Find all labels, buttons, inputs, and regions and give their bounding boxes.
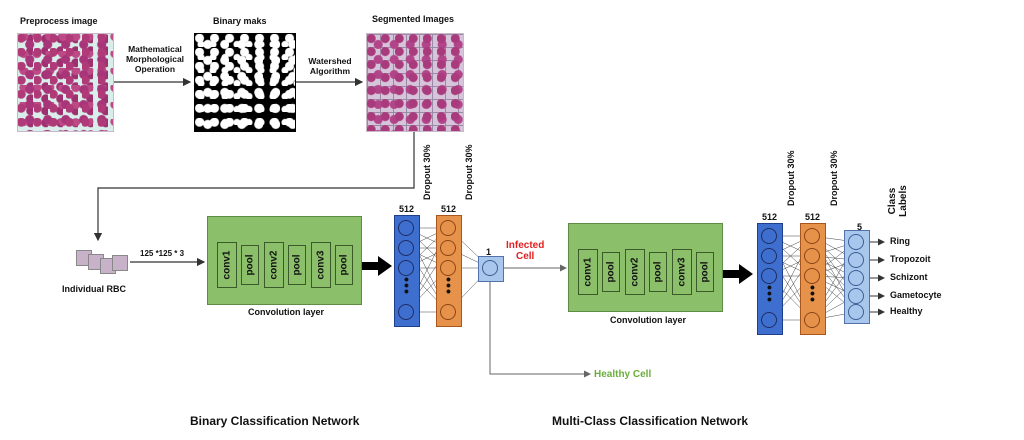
- binary-conv3-box: conv3: [311, 242, 331, 288]
- watershed-label: Watershed Algorithm: [308, 56, 352, 76]
- multi-dense2-node: [804, 268, 820, 284]
- multi-conv-caption: Convolution layer: [610, 315, 687, 325]
- binary-dense2-node: [440, 260, 456, 276]
- multi-dense2-node: [804, 228, 820, 244]
- binary-pool3-box: pool: [335, 245, 353, 285]
- class-label-schizont: Schizont: [890, 272, 928, 282]
- multi-dense1-node: [761, 228, 777, 244]
- multi-pool1-label: pool: [605, 261, 617, 283]
- multi-dense1-node: [761, 268, 777, 284]
- class-output-node: [848, 252, 864, 268]
- input-size-label: 125 *125 * 3: [140, 249, 185, 258]
- multi-dense1-node: [761, 248, 777, 264]
- binary-dense2-node: [440, 240, 456, 256]
- binary-dense2-node: [440, 304, 456, 320]
- binary-mask-image: [194, 33, 296, 132]
- rbc-thumb-4: [112, 255, 128, 271]
- multi-network-title: Multi-Class Classification Network: [552, 414, 749, 428]
- multi-dense1-size: 512: [762, 212, 778, 222]
- multi-pool3-label: pool: [699, 261, 711, 283]
- binary-conv-block: conv1 pool conv2 pool conv3 pool: [207, 216, 362, 305]
- class-output-node: [848, 304, 864, 320]
- multi-conv3-label: conv3: [676, 257, 688, 287]
- multi-dense1-node: [761, 312, 777, 328]
- class-label-gametocyte: Gametocyte: [890, 290, 942, 300]
- binary-network-title: Binary Classification Network: [190, 414, 360, 428]
- multi-dense1-ellipsis: •••: [767, 279, 772, 307]
- binary-pool2-label: pool: [291, 254, 303, 276]
- binary-output-node: [482, 260, 498, 276]
- binary-output-size: 1: [486, 247, 492, 257]
- binary-conv-caption: Convolution layer: [248, 307, 325, 317]
- binary-dense1-node: [398, 260, 414, 276]
- multi-conv1-label: conv1: [582, 257, 594, 287]
- class-output-node: [848, 234, 864, 250]
- binary-dense2-size: 512: [441, 204, 457, 214]
- binary-pool2-box: pool: [288, 245, 306, 285]
- binary-conv3-label: conv3: [315, 250, 327, 280]
- multi-pool2-label: pool: [652, 261, 664, 283]
- segmented-image: [366, 33, 464, 132]
- binary-conv1-label: conv1: [221, 250, 233, 280]
- multi-output-size: 5: [857, 222, 863, 232]
- multi-dropout1-label: Dropout 30%: [786, 150, 796, 206]
- big-arrow-binary: [360, 256, 392, 276]
- multi-pool1-box: pool: [602, 252, 620, 292]
- binary-pool1-box: pool: [241, 245, 259, 285]
- multi-dense2-node: [804, 248, 820, 264]
- healthy-cell-label: Healthy Cell: [594, 369, 652, 380]
- binary-dense1-node: [398, 304, 414, 320]
- multi-conv2-label: conv2: [629, 257, 641, 287]
- class-label-healthy: Healthy: [890, 306, 923, 316]
- binary-dense2-ellipsis: •••: [446, 271, 451, 299]
- binary-dense1-size: 512: [399, 204, 415, 214]
- multi-pool3-box: pool: [696, 252, 714, 292]
- multi-conv1-box: conv1: [578, 249, 598, 295]
- big-arrow-multi: [721, 264, 753, 284]
- binary-mask-label: Binary maks: [213, 16, 267, 26]
- arrow-segmented-to-rbc: [93, 132, 415, 242]
- class-labels-title: Class Labels: [886, 185, 909, 217]
- binary-dropout2-label: Dropout 30%: [464, 144, 474, 200]
- binary-conv2-box: conv2: [264, 242, 284, 288]
- class-label-tropozoit: Tropozoit: [890, 254, 931, 264]
- arrow-healthy-branch: [489, 280, 591, 378]
- multi-dropout2-label: Dropout 30%: [829, 150, 839, 206]
- multi-pool2-box: pool: [649, 252, 667, 292]
- class-label-ring: Ring: [890, 236, 910, 246]
- binary-conv1-box: conv1: [217, 242, 237, 288]
- multi-conv2-box: conv2: [625, 249, 645, 295]
- morph-op-label: Mathematical Morphological Operation: [125, 44, 185, 74]
- multi-dense2-node: [804, 312, 820, 328]
- multi-conv3-box: conv3: [672, 249, 692, 295]
- binary-dropout1-label: Dropout 30%: [422, 144, 432, 200]
- binary-pool3-label: pool: [338, 254, 350, 276]
- class-output-node: [848, 270, 864, 286]
- binary-pool1-label: pool: [244, 254, 256, 276]
- multi-dense2-ellipsis: •••: [810, 279, 815, 307]
- class-output-node: [848, 288, 864, 304]
- binary-dense1-ellipsis: •••: [404, 271, 409, 299]
- preprocess-image-label: Preprocess image: [20, 16, 98, 26]
- individual-rbc-label: Individual RBC: [62, 284, 127, 294]
- binary-dense2-node: [440, 220, 456, 236]
- segmented-images-label: Segmented Images: [372, 14, 455, 24]
- infected-cell-label: Infected Cell: [506, 240, 545, 262]
- binary-dense1-node: [398, 240, 414, 256]
- multi-dense2-size: 512: [805, 212, 821, 222]
- binary-conv2-label: conv2: [268, 250, 280, 280]
- preprocess-image: [17, 33, 114, 132]
- binary-dense1-node: [398, 220, 414, 236]
- multi-conv-block: conv1 pool conv2 pool conv3 pool: [568, 223, 723, 312]
